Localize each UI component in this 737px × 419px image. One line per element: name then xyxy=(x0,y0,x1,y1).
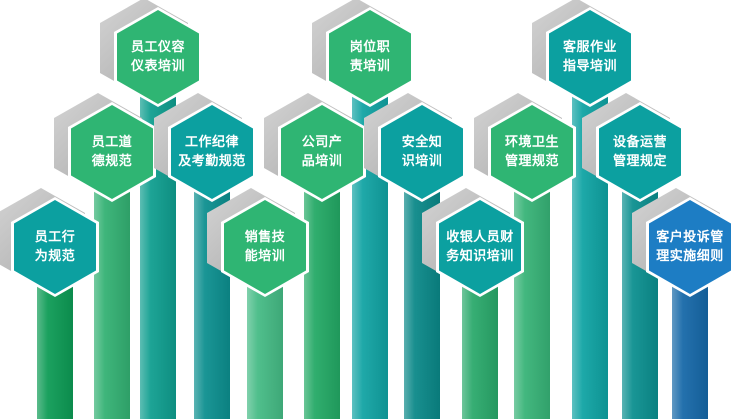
hex-node-customer-service-guidance-training: 客服作业 指导培训 xyxy=(532,0,634,107)
hex-body: 员工道 德规范 xyxy=(71,105,153,199)
hex-node-job-duty-training: 岗位职 责培训 xyxy=(312,0,414,107)
hex-label: 公司产 品培训 xyxy=(301,134,343,168)
hex-body: 客服作业 指导培训 xyxy=(549,10,631,104)
hex-node-discipline-attendance-rules: 工作纪律 及考勤规范 xyxy=(154,93,256,202)
hex-node-company-product-training: 公司产 品培训 xyxy=(264,93,366,202)
hex-body: 销售技 能培训 xyxy=(224,200,306,294)
hex-label: 客户投诉管 理实施细则 xyxy=(656,229,724,263)
ribbon-column-h8 xyxy=(514,152,550,419)
hex-node-employee-conduct-rules: 员工行 为规范 xyxy=(0,188,99,297)
hex-border: 员工行 为规范 xyxy=(11,197,99,297)
hex-label: 安全知 识培训 xyxy=(401,134,443,168)
hex-label: 环境卫生 管理规范 xyxy=(504,134,559,168)
hex-body: 岗位职 责培训 xyxy=(329,10,411,104)
hex-node-sales-skills-training: 销售技 能培训 xyxy=(207,188,309,297)
hex-label: 岗位职 责培训 xyxy=(349,39,391,73)
hex-node-employee-ethics-rules: 员工道 德规范 xyxy=(54,93,156,202)
ribbon-column-h6 xyxy=(304,152,340,419)
hex-label: 设备运营 管理规定 xyxy=(612,134,667,168)
hex-body: 安全知 识培训 xyxy=(381,105,463,199)
ribbon-column-h4 xyxy=(94,152,130,419)
hex-body: 设备运营 管理规定 xyxy=(599,105,681,199)
hex-label: 员工行 为规范 xyxy=(34,229,76,263)
hex-border: 客服作业 指导培训 xyxy=(546,7,634,107)
hex-body: 收银人员财 务知识培训 xyxy=(439,200,521,294)
hex-body: 工作纪律 及考勤规范 xyxy=(171,105,253,199)
hex-body: 环境卫生 管理规范 xyxy=(491,105,573,199)
hex-label: 工作纪律 及考勤规范 xyxy=(178,134,246,168)
hex-label: 收银人员财 务知识培训 xyxy=(446,229,514,263)
hex-border: 员工道 德规范 xyxy=(68,102,156,202)
hex-node-equipment-operation-rules: 设备运营 管理规定 xyxy=(582,93,684,202)
hex-border: 工作纪律 及考勤规范 xyxy=(168,102,256,202)
hex-node-cashier-finance-training: 收银人员财 务知识培训 xyxy=(422,188,524,297)
hex-body: 客户投诉管 理实施细则 xyxy=(649,200,731,294)
hex-label: 员工道 德规范 xyxy=(91,134,133,168)
hex-border: 员工仪容 仪表培训 xyxy=(114,7,202,107)
ribbon-column-h5 xyxy=(194,152,230,419)
hex-node-safety-knowledge-training: 安全知 识培训 xyxy=(364,93,466,202)
hex-label: 销售技 能培训 xyxy=(244,229,286,263)
hex-border: 设备运营 管理规定 xyxy=(596,102,684,202)
hex-node-employee-grooming-training: 员工仪容 仪表培训 xyxy=(100,0,202,107)
hex-node-environment-hygiene-rules: 环境卫生 管理规范 xyxy=(474,93,576,202)
hex-border: 客户投诉管 理实施细则 xyxy=(646,197,734,297)
hex-node-complaint-management-rules: 客户投诉管 理实施细则 xyxy=(632,188,734,297)
hex-body: 公司产 品培训 xyxy=(281,105,363,199)
hex-label: 客服作业 指导培训 xyxy=(562,39,617,73)
hex-body: 员工行 为规范 xyxy=(14,200,96,294)
hex-label: 员工仪容 仪表培训 xyxy=(130,39,185,73)
hex-body: 员工仪容 仪表培训 xyxy=(117,10,199,104)
